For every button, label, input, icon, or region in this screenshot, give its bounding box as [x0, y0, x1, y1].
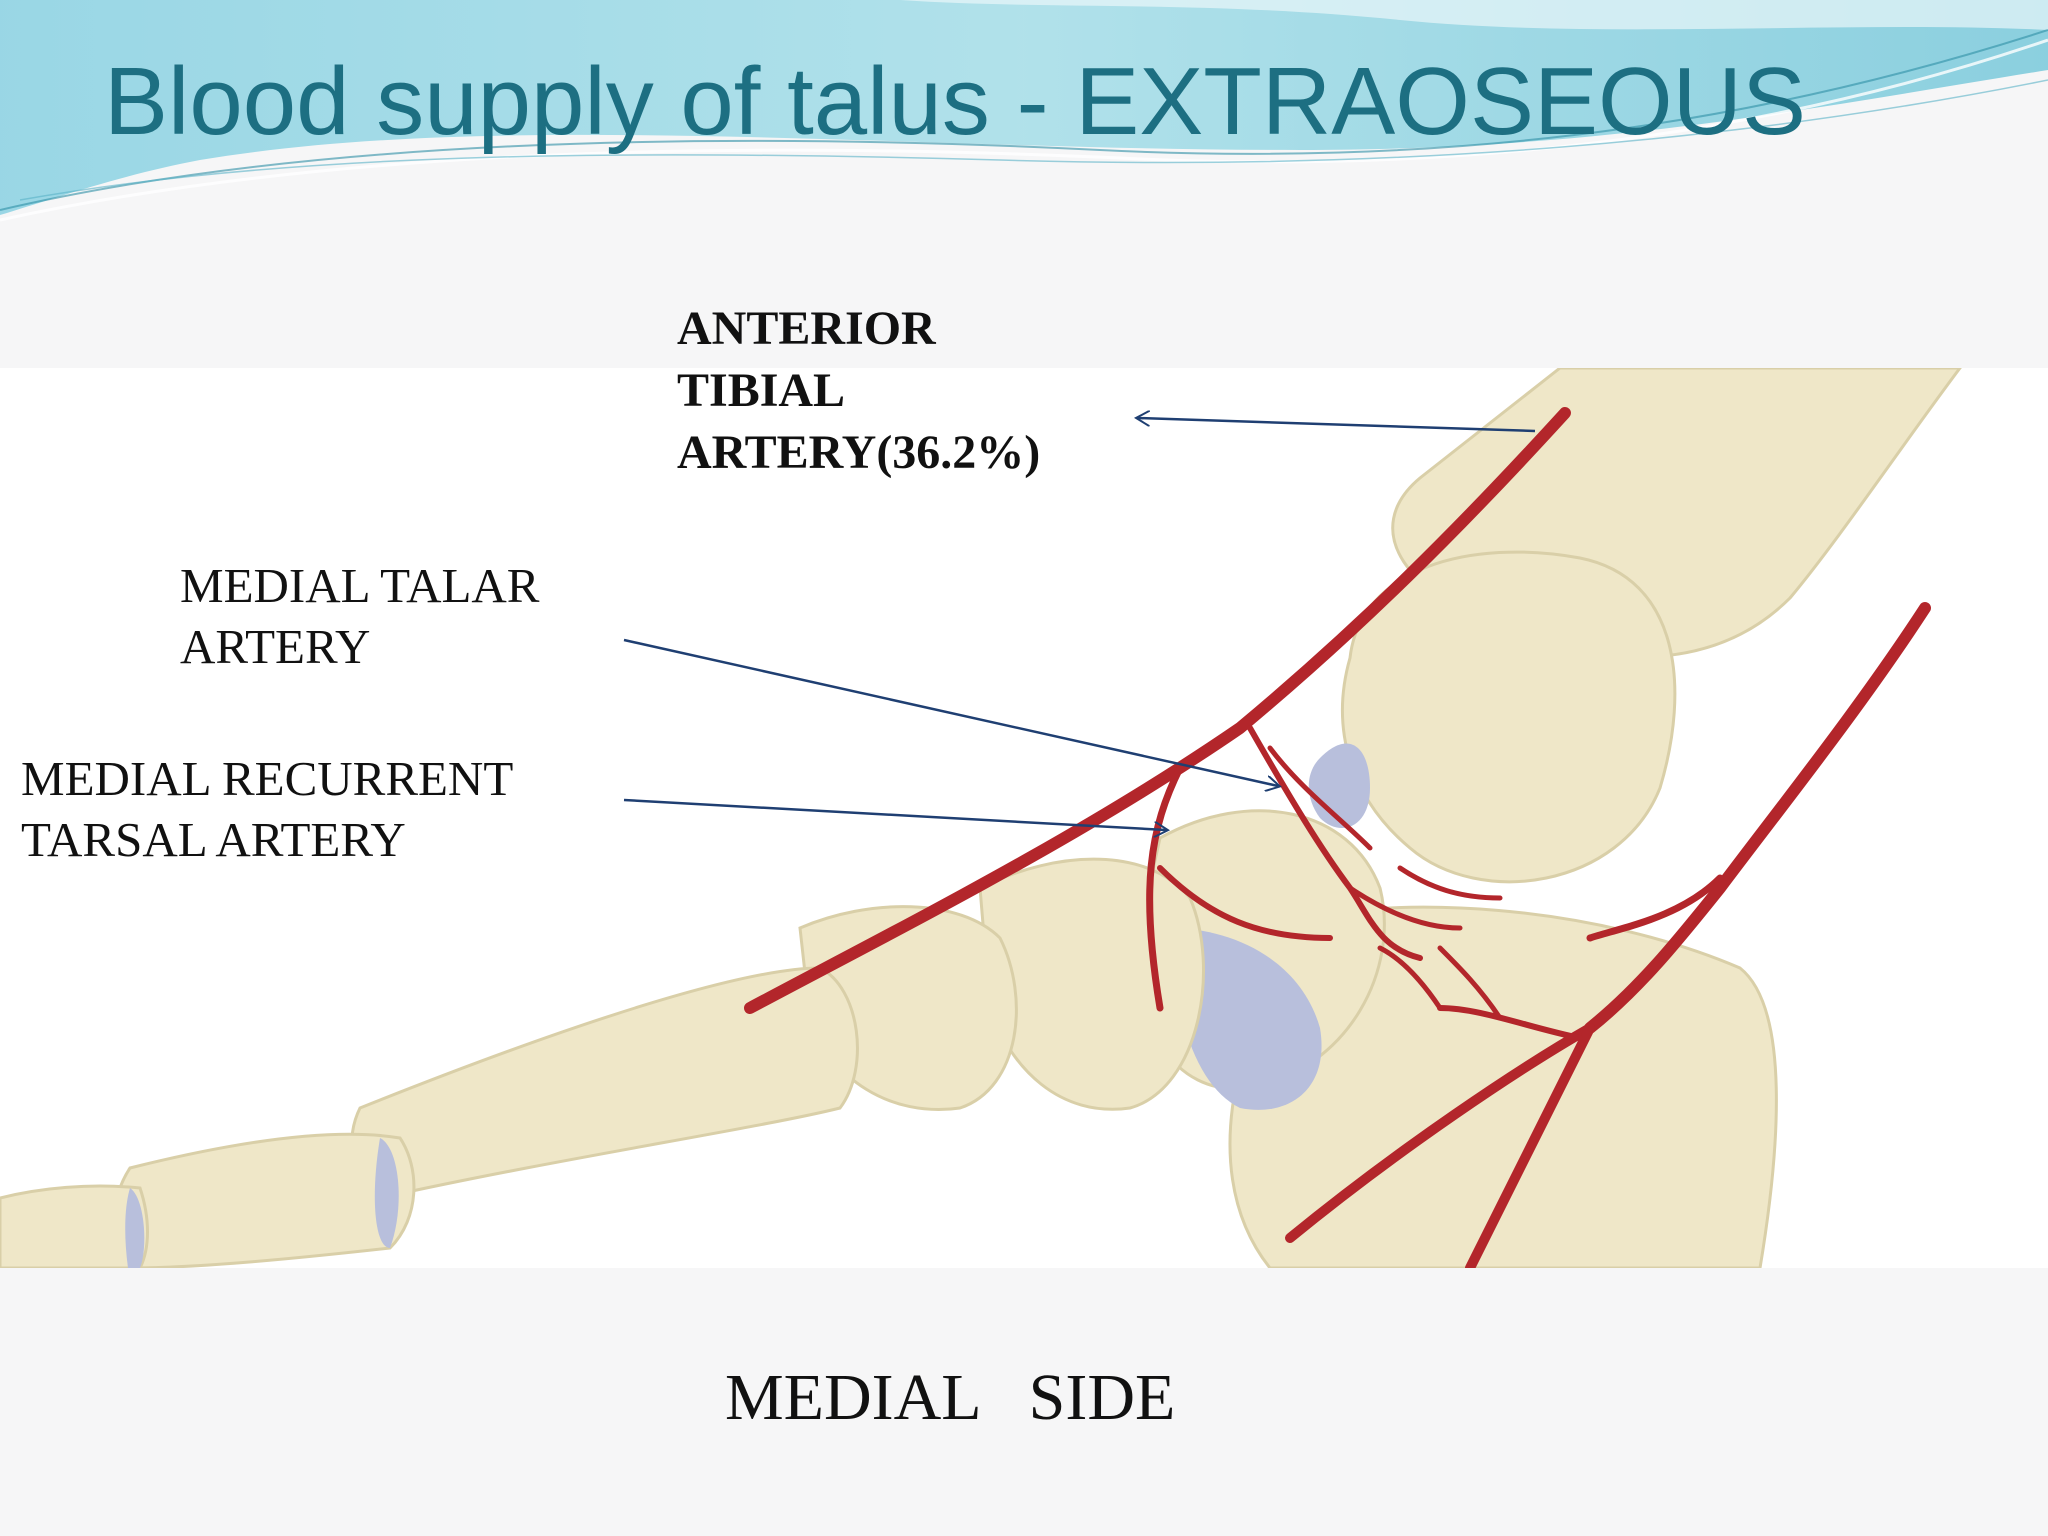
medial-recurrent-label-line-1: MEDIAL RECURRENT	[21, 751, 514, 806]
medial-recurrent-tarsal-artery-label: MEDIAL RECURRENT TARSAL ARTERY	[21, 748, 513, 870]
medial-talar-label-line-1: MEDIAL TALAR	[180, 558, 540, 613]
anterior-tibial-artery-label: ANTERIOR TIBIAL ARTERY(36.2%)	[677, 298, 1040, 484]
medial-talar-label-line-2: ARTERY	[180, 619, 371, 674]
medial-talar-artery-label: MEDIAL TALAR ARTERY	[180, 555, 539, 677]
anterior-tibial-label-line-2: TIBIAL	[677, 364, 846, 417]
medial-side-caption: MEDIAL SIDE	[725, 1361, 1176, 1434]
slide-title: Blood supply of talus - EXTRAOSEOUS	[104, 48, 1807, 155]
anterior-tibial-label-line-3: ARTERY(36.2%)	[677, 426, 1041, 479]
anterior-tibial-label-line-1: ANTERIOR	[677, 302, 936, 355]
medial-recurrent-label-line-2: TARSAL ARTERY	[21, 812, 406, 867]
header-wave-decoration	[0, 0, 2048, 222]
